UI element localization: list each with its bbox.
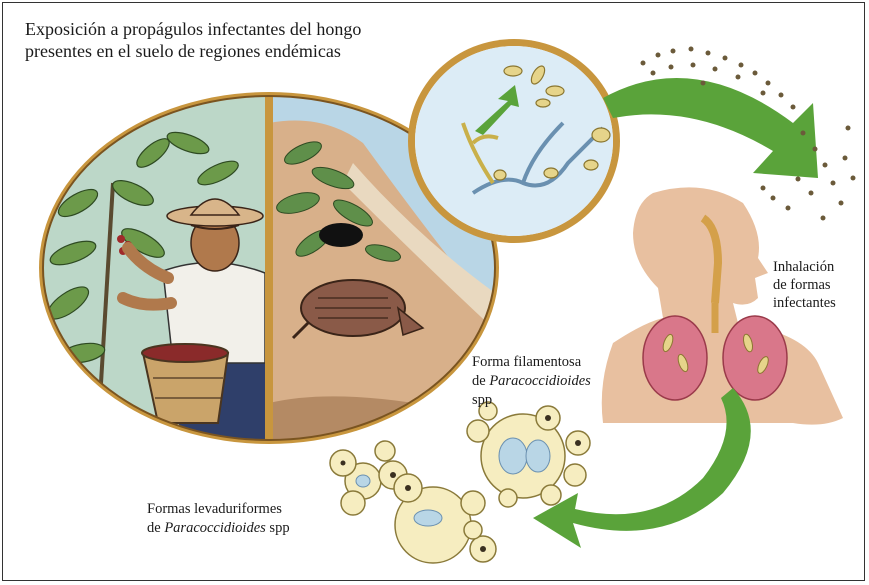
filamentous-genus: Paracoccidioides: [489, 373, 590, 389]
yeast-label-line1: Formas levaduriformes: [147, 500, 290, 519]
hyphae-detail-circle: [408, 39, 620, 243]
filamentous-label-line3: spp: [472, 391, 591, 410]
yeast-form-label: Formas levaduriformes de Paracoccidioide…: [147, 500, 290, 538]
right-lung: [723, 316, 787, 400]
inhalation-label-line3: infectantes: [773, 294, 836, 312]
scene-title-line1: Exposición a propágulos infectantes del …: [25, 18, 445, 40]
yeast-label-line2: de Paracoccidioides spp: [147, 519, 290, 538]
yeast-genus: Paracoccidioides: [164, 520, 265, 536]
inhalation-label: Inhalación de formas infectantes: [773, 258, 836, 312]
left-lung: [643, 316, 707, 400]
scene-title: Exposición a propágulos infectantes del …: [25, 18, 445, 62]
scene-title-line2: presentes en el suelo de regiones endémi…: [25, 40, 445, 62]
filamentous-label-line2: de Paracoccidioides: [472, 372, 591, 391]
yeast-suffix: spp: [266, 520, 290, 536]
yeast-prefix: de: [147, 520, 164, 536]
basket: [142, 344, 228, 423]
dispersal-arrow: [603, 78, 818, 178]
inhalation-label-line2: de formas: [773, 276, 836, 294]
filamentous-label-line1: Forma filamentosa: [472, 353, 591, 372]
inhalation-label-line1: Inhalación: [773, 258, 836, 276]
filamentous-form-label: Forma filamentosa de Paracoccidioides sp…: [472, 353, 591, 410]
filamentous-prefix: de: [472, 373, 489, 389]
illustration: [3, 3, 866, 582]
burrow-hole: [319, 223, 363, 247]
